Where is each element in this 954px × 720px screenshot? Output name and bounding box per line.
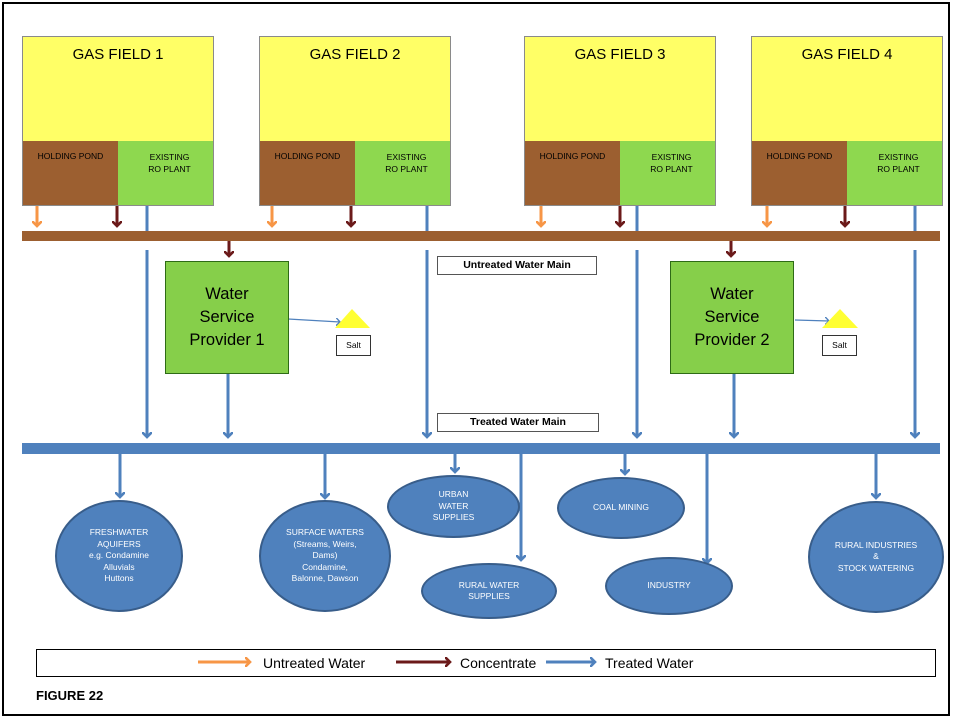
legend: Untreated Water Concentrate Treated Wate… <box>36 649 936 677</box>
holding-pond: HOLDING POND <box>23 141 118 205</box>
gas-field-title: GAS FIELD 4 <box>801 46 893 63</box>
holding-pond-label: HOLDING POND <box>766 151 833 161</box>
gas-field-title: GAS FIELD 1 <box>72 46 164 63</box>
legend-concentrate-label: Concentrate <box>460 655 537 671</box>
figure-label: FIGURE 22 <box>36 688 104 703</box>
coal-mining-node: COAL MINING <box>557 477 685 539</box>
untreated-main-label: Untreated Water Main <box>437 256 597 275</box>
legend-untreated-label: Untreated Water <box>263 655 366 671</box>
treated-main-label: Treated Water Main <box>437 413 599 432</box>
gas-field-title: GAS FIELD 2 <box>309 46 401 63</box>
gas-field-title: GAS FIELD 3 <box>574 46 666 63</box>
salt-arrow <box>794 320 829 321</box>
rural-industries-node: RURAL INDUSTRIES&STOCK WATERING <box>808 501 944 613</box>
holding-pond: HOLDING POND <box>752 141 847 205</box>
holding-pond-label: HOLDING POND <box>274 151 341 161</box>
salt-label: Salt <box>822 335 857 356</box>
holding-pond-label: HOLDING POND <box>539 151 606 161</box>
industry-node: INDUSTRY <box>605 557 733 615</box>
untreated-water-main <box>22 231 940 241</box>
legend-treated-label: Treated Water <box>605 655 694 671</box>
holding-pond: HOLDING POND <box>525 141 620 205</box>
salt-pile-icon <box>335 309 370 328</box>
surface-waters-node: SURFACE WATERS(Streams, Weirs,Dams)Conda… <box>259 500 391 612</box>
holding-pond-label: HOLDING POND <box>37 151 104 161</box>
treated-water-main <box>22 443 940 454</box>
salt-pile-icon <box>822 309 858 328</box>
salt-arrow <box>287 319 340 322</box>
salt-label: Salt <box>336 335 371 356</box>
holding-pond: HOLDING POND <box>260 141 355 205</box>
